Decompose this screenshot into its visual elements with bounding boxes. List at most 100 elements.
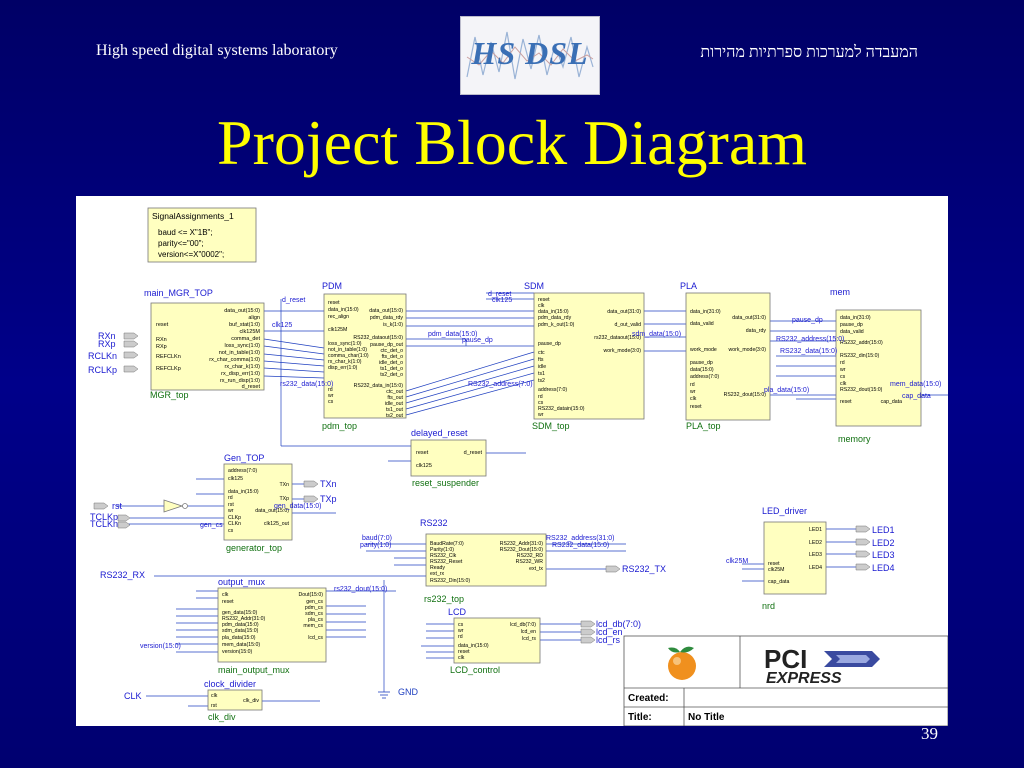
block-delayed-reset[interactable]: delayed_reset reset_suspender reset clk1… [410, 428, 487, 488]
block-delayed-reset-inst: reset_suspender [412, 478, 479, 488]
net-pause-dp-r: pause_dp [792, 317, 823, 324]
io-tclkp: TCLKp [90, 512, 118, 522]
port: TXp [279, 496, 289, 502]
port: address(7:0) [228, 468, 257, 474]
block-sdm-inst: SDM_top [532, 421, 570, 431]
slide-title: Project Block Diagram [216, 107, 808, 178]
port: fts_out [387, 395, 403, 401]
port: is_k(1:0) [383, 322, 403, 328]
port: RS232_data_in(15:0) [354, 383, 404, 389]
io-rs232-tx: RS232_TX [622, 564, 666, 574]
port: clk125 [416, 463, 432, 469]
port: loss_sync(1:0) [225, 343, 261, 349]
port: fts [538, 357, 544, 363]
port: clk125_out [264, 521, 290, 527]
port: data_in(15:0) [328, 307, 359, 313]
block-pdm-type: PDM [322, 281, 342, 291]
port: data_in(15:0) [458, 643, 489, 649]
block-led-inst: nrd [762, 601, 775, 611]
port: RS232_Dout(15:0) [500, 547, 544, 553]
port: LED4 [809, 565, 822, 571]
port: wr [228, 508, 234, 514]
io-lcd-en: lcd_en [596, 627, 623, 637]
block-pdm[interactable]: PDM pdm_top reset data_in(15:0) rec_alig… [322, 281, 407, 431]
tb-title-value: No Title [688, 712, 725, 723]
block-led-driver[interactable]: LED_driver nrd reset clk25M cap_data LED… [762, 506, 827, 611]
wires [116, 292, 948, 707]
block-output-mux-inst: main_output_mux [218, 665, 290, 675]
port: reset [458, 649, 470, 655]
port: RS232_dout(15:0) [840, 387, 883, 393]
io-refclkn: RCLKn [88, 351, 117, 361]
lab-logo: HS DSL [460, 16, 600, 95]
block-lcd[interactable]: LCD LCD_control cs wr rd data_in(15:0) r… [448, 607, 541, 675]
port: clk [690, 396, 697, 402]
port: ts2 [538, 378, 545, 384]
port: reset [222, 599, 234, 605]
net-clk125-b: clk125 [492, 297, 512, 304]
block-led-type: LED_driver [762, 506, 807, 516]
net-rs232-data: rs232_data(15:0) [280, 381, 333, 388]
block-rs232[interactable]: RS232 rs232_top BaudRate(7:0) Parity(1:0… [420, 518, 547, 604]
net-gen-cs: gen_cs [200, 522, 223, 529]
port: loss_sync(1:0) [328, 341, 362, 347]
port: reset [328, 300, 340, 306]
port: data_out(31:0) [732, 315, 766, 321]
port: rx_disp_err(1:0) [221, 371, 260, 377]
port: pdm_k_out(1:0) [538, 322, 575, 328]
page-number: 39 [921, 724, 938, 743]
port: d_reset [464, 450, 483, 456]
io-rst: rst [112, 501, 122, 511]
net-sdm-data: sdm_data(15:0) [632, 331, 681, 338]
port: ctc_out [386, 389, 403, 395]
block-rs232-type: RS232 [420, 518, 448, 528]
port: rd [458, 634, 463, 640]
logo-waveform-graphic [466, 31, 594, 80]
block-pla[interactable]: PLA PLA_top data_in(31:0) data_valid wor… [680, 281, 771, 431]
port: pdm_data_rdy [370, 315, 404, 321]
port: lcd_cs [308, 635, 323, 641]
block-pla-type: PLA [680, 281, 697, 291]
block-sdm-type: SDM [524, 281, 544, 291]
port: comma_det [231, 336, 260, 342]
port: RS232_addr(15:0) [840, 340, 883, 346]
io-led3: LED3 [872, 550, 895, 560]
port: not_in_table(1:0) [328, 347, 367, 353]
block-output-mux[interactable]: output_mux main_output_mux clk reset gen… [217, 577, 327, 675]
net-pause-dp: pause_dp [462, 337, 493, 344]
io-port-group-left: RXn RXp RCLKn RCLKp rst TCLKp TCLKn RS23… [88, 331, 145, 701]
block-gen-top[interactable]: Gen_TOP generator_top address(7:0) clk12… [223, 453, 293, 553]
io-led1: LED1 [872, 525, 895, 535]
port: RS232_Din(15:0) [430, 578, 470, 584]
port: clk [458, 655, 465, 661]
port: clk125M [328, 327, 347, 333]
block-output-mux-type: output_mux [218, 577, 266, 587]
port: clk125M [240, 329, 261, 335]
port: LED3 [809, 552, 822, 558]
block-sdm[interactable]: SDM SDM_top reset clk data_in(15:0) pdm_… [524, 281, 645, 431]
port: rd [538, 394, 543, 400]
block-clock-divider[interactable]: clock_divider clk_div clk rst clk_div [204, 679, 263, 722]
port: work_mode(3:0) [729, 347, 767, 353]
port: reset [768, 561, 780, 567]
port: mem_cs [303, 623, 323, 629]
port: rx_char_comma(1:0) [209, 357, 260, 363]
port: RS232_Reset [430, 559, 463, 565]
port: d_out_valid [614, 322, 641, 328]
port: ctc [538, 350, 545, 356]
gnd-label: GND [398, 687, 419, 697]
block-gen-type: Gen_TOP [224, 453, 264, 463]
net-rs232-address-31: RS232_address(31:0) [546, 535, 615, 542]
block-mem-type: mem [830, 287, 850, 297]
io-txp: TXp [320, 494, 337, 504]
block-delayed-reset-type: delayed_reset [411, 428, 468, 438]
block-mem[interactable]: mem memory data_in(31:0) pause_dp data_v… [830, 287, 922, 444]
block-mgr-top[interactable]: main_MGR_TOP MGR_top reset RXn RXp REFCL… [144, 288, 265, 400]
logo-text: HS DSL [471, 35, 589, 71]
port: pause_dp_out [370, 342, 403, 348]
port: lcd_en [521, 629, 536, 635]
port: ext_rx [430, 571, 445, 577]
port: pdm_data_rdy [538, 315, 572, 321]
port: pla_data(15:0) [222, 635, 256, 641]
port: pdm_data(15:0) [222, 622, 259, 628]
